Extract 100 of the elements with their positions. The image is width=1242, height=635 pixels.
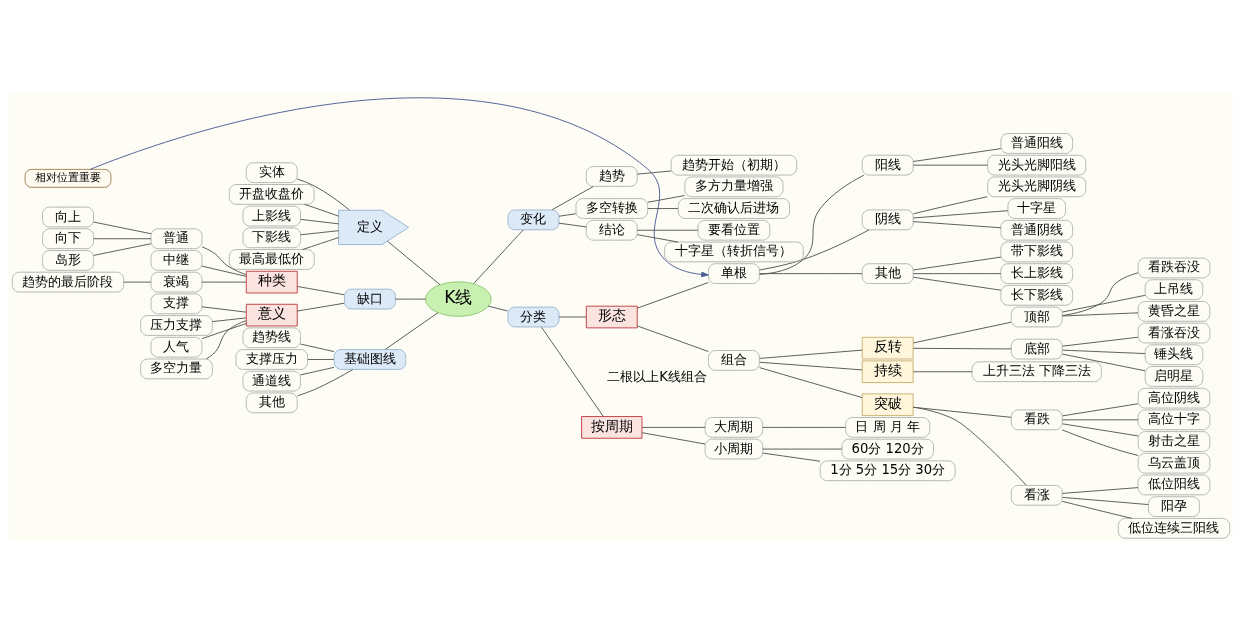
arrow <box>89 97 709 277</box>
node-box: 向上 <box>42 206 94 227</box>
node-box: 底部 <box>1010 338 1063 359</box>
connector <box>394 298 427 300</box>
connector <box>762 448 843 450</box>
node-box: 基础图线 <box>333 348 407 370</box>
node-box: 普通 <box>150 227 203 249</box>
connector <box>296 302 345 312</box>
connector <box>912 147 1002 162</box>
node-box: 日 周 月 年 <box>845 416 931 438</box>
node-box: 其他 <box>861 262 914 284</box>
node-box: 上吊线 <box>1144 278 1204 300</box>
node-box: 黄昏之星 <box>1137 300 1211 322</box>
node-box: 高位阴线 <box>1137 387 1211 409</box>
connector <box>912 370 973 372</box>
connector <box>759 349 863 359</box>
node-box: 十字星 <box>1007 197 1066 219</box>
connector <box>912 164 988 166</box>
connector <box>759 228 870 270</box>
node-box: 上影线 <box>242 205 301 226</box>
node-box: 变化 <box>507 209 560 230</box>
node-box: 缺口 <box>344 288 396 309</box>
connector <box>1062 294 1146 312</box>
node-box: 趋势线 <box>242 326 301 348</box>
node-box: 向下 <box>42 227 94 249</box>
connector <box>759 361 863 370</box>
connector <box>296 178 351 211</box>
connector <box>300 366 335 375</box>
connector <box>201 245 247 275</box>
connector <box>1062 271 1139 316</box>
connector <box>487 305 509 311</box>
connector <box>759 174 865 275</box>
connector <box>541 326 604 417</box>
connector <box>300 229 339 235</box>
node-box: 启明星 <box>1144 365 1204 387</box>
node-box: 人气 <box>150 336 203 358</box>
connector <box>205 319 247 359</box>
node-box: 低位阳线 <box>1137 474 1211 495</box>
node-box: 看跌吞没 <box>1137 257 1211 278</box>
connector <box>912 406 1012 418</box>
node-box: 射击之星 <box>1137 430 1211 452</box>
node-box: 形态 <box>585 305 638 328</box>
connector <box>762 452 821 462</box>
node-box: 持续 <box>861 359 914 383</box>
connector <box>759 366 863 398</box>
node-box: 突破 <box>861 392 914 416</box>
connector <box>759 272 863 274</box>
connector <box>1062 486 1139 494</box>
connector <box>912 406 1027 486</box>
node-box: 其他 <box>245 392 298 413</box>
connector <box>300 343 335 352</box>
node-box: 阳线 <box>861 154 914 176</box>
connector <box>636 233 679 242</box>
connector <box>1062 422 1139 436</box>
node-box: 岛形 <box>42 249 94 271</box>
node-box: 单根 <box>708 262 760 284</box>
node-box: 最高最低价 <box>228 248 315 270</box>
connector <box>93 237 152 239</box>
node-box: 趋势开始（初期） <box>670 154 798 176</box>
node-label: 二根以上K线组合 <box>607 368 707 384</box>
connector <box>558 212 577 217</box>
connector <box>201 265 247 277</box>
node-box: 结论 <box>585 219 638 241</box>
node-box: 种类 <box>245 270 298 293</box>
node-box: 下影线 <box>242 226 301 248</box>
node-box: 二次确认后进场 <box>677 197 791 219</box>
node-box: 十字星（转折信号） <box>664 241 804 262</box>
node-box: 意义 <box>245 303 298 326</box>
node-box: 阳孕 <box>1148 495 1200 517</box>
node-box: 普通阴线 <box>1000 219 1074 241</box>
node-box: 高位十字 <box>1137 408 1211 430</box>
node-box: 看涨 <box>1010 484 1063 506</box>
node-box: 光头光脚阳线 <box>987 154 1087 176</box>
connector <box>1061 428 1139 456</box>
node-box: 实体 <box>245 161 298 183</box>
connector <box>641 431 706 445</box>
connector <box>558 222 587 227</box>
connector <box>93 242 152 256</box>
node-box: 普通阳线 <box>1000 132 1074 154</box>
connector <box>473 229 524 284</box>
connector <box>1062 349 1146 354</box>
node-box: 带下影线 <box>1000 241 1074 262</box>
connector <box>912 347 1012 349</box>
connector <box>636 170 672 175</box>
connector <box>912 272 1002 274</box>
connector <box>636 229 699 231</box>
connector <box>636 281 709 309</box>
node-ellipse: K线 <box>425 280 492 317</box>
node-box: 分类 <box>507 306 560 327</box>
connector <box>641 426 706 428</box>
connector <box>647 194 686 203</box>
node-box: 顶部 <box>1010 306 1063 327</box>
node-box: 通道线 <box>242 370 301 392</box>
node-box: 趋势的最后阶段 <box>11 271 125 292</box>
connector <box>912 209 1009 218</box>
connector <box>558 316 587 317</box>
node-box: 趋势 <box>585 165 638 187</box>
node-box: 小周期 <box>704 438 764 459</box>
connector <box>93 221 152 234</box>
connector <box>304 203 339 217</box>
